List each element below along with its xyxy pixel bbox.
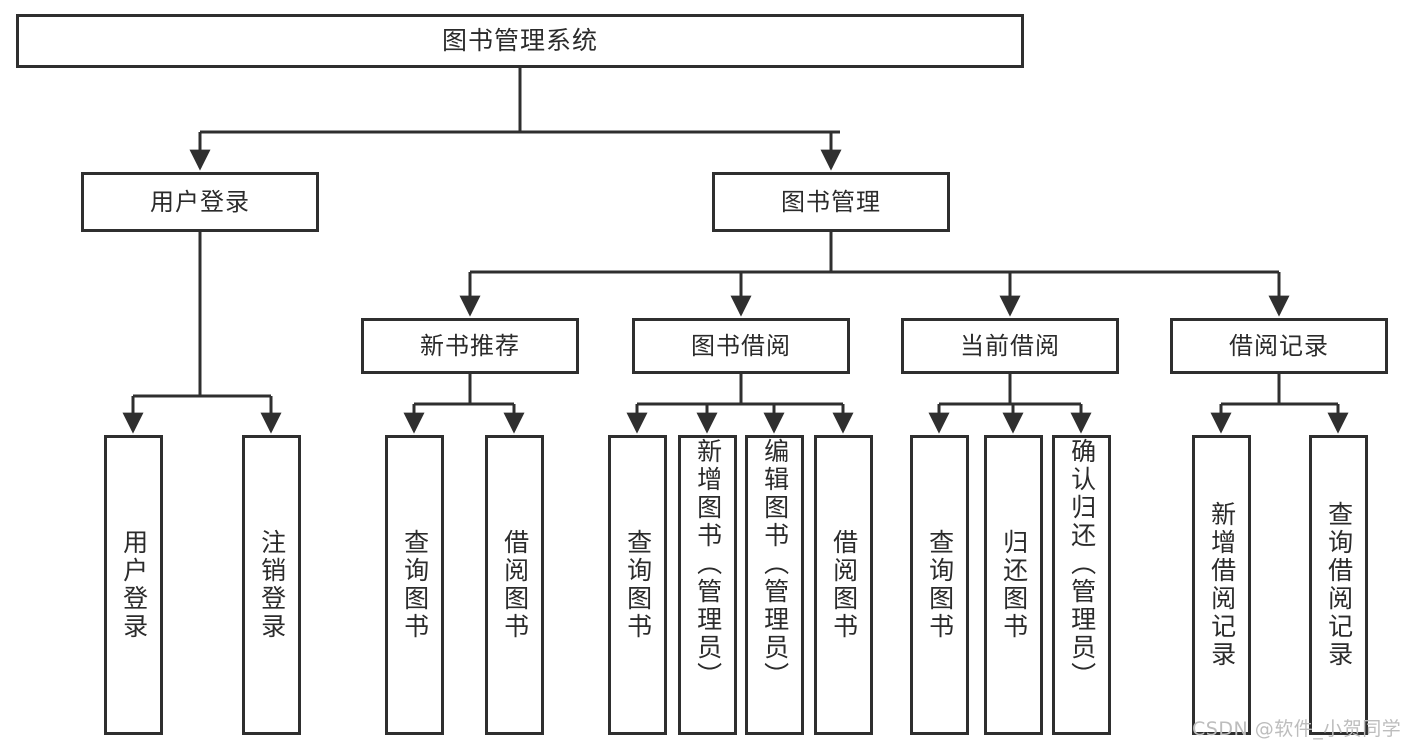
csdn-watermark: CSDN @软件_小贺同学 bbox=[1192, 718, 1402, 740]
node-book-manage-label: 图书管理 bbox=[781, 187, 881, 216]
node-new-book-rec-label: 新书推荐 bbox=[420, 331, 520, 360]
node-leaf-query-book-1-label: 查询图书 bbox=[400, 529, 430, 641]
node-leaf-add-book-admin-label: 新增图书（管理员） bbox=[693, 438, 723, 690]
node-book-borrow-label: 图书借阅 bbox=[691, 331, 791, 360]
node-leaf-query-book-2-label: 查询图书 bbox=[623, 529, 653, 641]
node-leaf-add-borrow-record-label: 新增借阅记录 bbox=[1207, 501, 1237, 669]
node-leaf-query-book-1[interactable]: 查询图书 bbox=[385, 435, 444, 735]
node-current-borrow-label: 当前借阅 bbox=[960, 331, 1060, 360]
node-leaf-borrow-book-1-label: 借阅图书 bbox=[500, 529, 530, 641]
node-leaf-return-book[interactable]: 归还图书 bbox=[984, 435, 1043, 735]
node-leaf-user-logout-label: 注销登录 bbox=[257, 529, 287, 641]
node-leaf-add-book-admin[interactable]: 新增图书（管理员） bbox=[678, 435, 737, 735]
node-leaf-query-book-3-label: 查询图书 bbox=[925, 529, 955, 641]
node-leaf-add-borrow-record[interactable]: 新增借阅记录 bbox=[1192, 435, 1251, 735]
node-user-login[interactable]: 用户登录 bbox=[81, 172, 319, 232]
node-current-borrow[interactable]: 当前借阅 bbox=[901, 318, 1119, 374]
node-leaf-query-book-2[interactable]: 查询图书 bbox=[608, 435, 667, 735]
node-leaf-confirm-return-admin[interactable]: 确认归还（管理员） bbox=[1052, 435, 1111, 735]
node-leaf-query-borrow-record-label: 查询借阅记录 bbox=[1324, 501, 1354, 669]
node-leaf-return-book-label: 归还图书 bbox=[999, 529, 1029, 641]
node-leaf-edit-book-admin-label: 编辑图书（管理员） bbox=[760, 438, 790, 690]
node-new-book-rec[interactable]: 新书推荐 bbox=[361, 318, 579, 374]
node-leaf-borrow-book-2[interactable]: 借阅图书 bbox=[814, 435, 873, 735]
node-borrow-record-label: 借阅记录 bbox=[1229, 331, 1329, 360]
node-leaf-user-login-label: 用户登录 bbox=[119, 529, 149, 641]
node-root[interactable]: 图书管理系统 bbox=[16, 14, 1024, 68]
node-leaf-confirm-return-admin-label: 确认归还（管理员） bbox=[1067, 438, 1097, 690]
node-borrow-record[interactable]: 借阅记录 bbox=[1170, 318, 1388, 374]
node-leaf-borrow-book-1[interactable]: 借阅图书 bbox=[485, 435, 544, 735]
node-root-label: 图书管理系统 bbox=[441, 26, 598, 55]
node-leaf-user-login[interactable]: 用户登录 bbox=[104, 435, 163, 735]
node-leaf-user-logout[interactable]: 注销登录 bbox=[242, 435, 301, 735]
node-leaf-edit-book-admin[interactable]: 编辑图书（管理员） bbox=[745, 435, 804, 735]
node-book-borrow[interactable]: 图书借阅 bbox=[632, 318, 850, 374]
node-book-manage[interactable]: 图书管理 bbox=[712, 172, 950, 232]
node-leaf-borrow-book-2-label: 借阅图书 bbox=[829, 529, 859, 641]
node-leaf-query-book-3[interactable]: 查询图书 bbox=[910, 435, 969, 735]
node-user-login-label: 用户登录 bbox=[150, 187, 250, 216]
node-leaf-query-borrow-record[interactable]: 查询借阅记录 bbox=[1309, 435, 1368, 735]
